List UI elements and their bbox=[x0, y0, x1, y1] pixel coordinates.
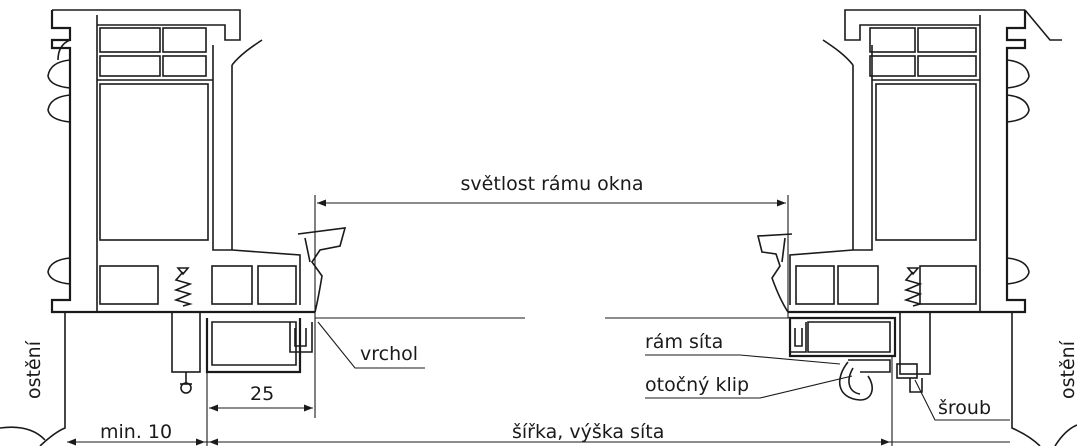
top-label: vrchol bbox=[360, 343, 418, 365]
dimension-25 bbox=[206, 318, 316, 446]
left-window-frame-profile bbox=[47, 9, 347, 314]
leader-lines bbox=[317, 321, 1010, 421]
screw-label: šroub bbox=[938, 397, 991, 419]
rotary-clip-label: otočný klip bbox=[645, 374, 749, 396]
screen-size-label: šířka, výška síta bbox=[512, 421, 664, 443]
dimension-25-label: 25 bbox=[250, 383, 274, 405]
screen-size-dimension bbox=[67, 356, 1010, 446]
reveal-right-label: ostění bbox=[1057, 340, 1077, 399]
clear-width-dimension bbox=[314, 195, 789, 318]
right-window-frame-profile bbox=[756, 9, 1062, 314]
right-screen-frame bbox=[788, 311, 931, 401]
clear-width-label: světlost rámu okna bbox=[461, 173, 644, 195]
reveal-left-label: ostění bbox=[23, 340, 45, 399]
left-screen-frame bbox=[171, 311, 313, 394]
screen-frame-label: rám síta bbox=[645, 331, 723, 353]
reveal-lines bbox=[0, 312, 1077, 446]
min-10-label: min. 10 bbox=[100, 421, 172, 443]
